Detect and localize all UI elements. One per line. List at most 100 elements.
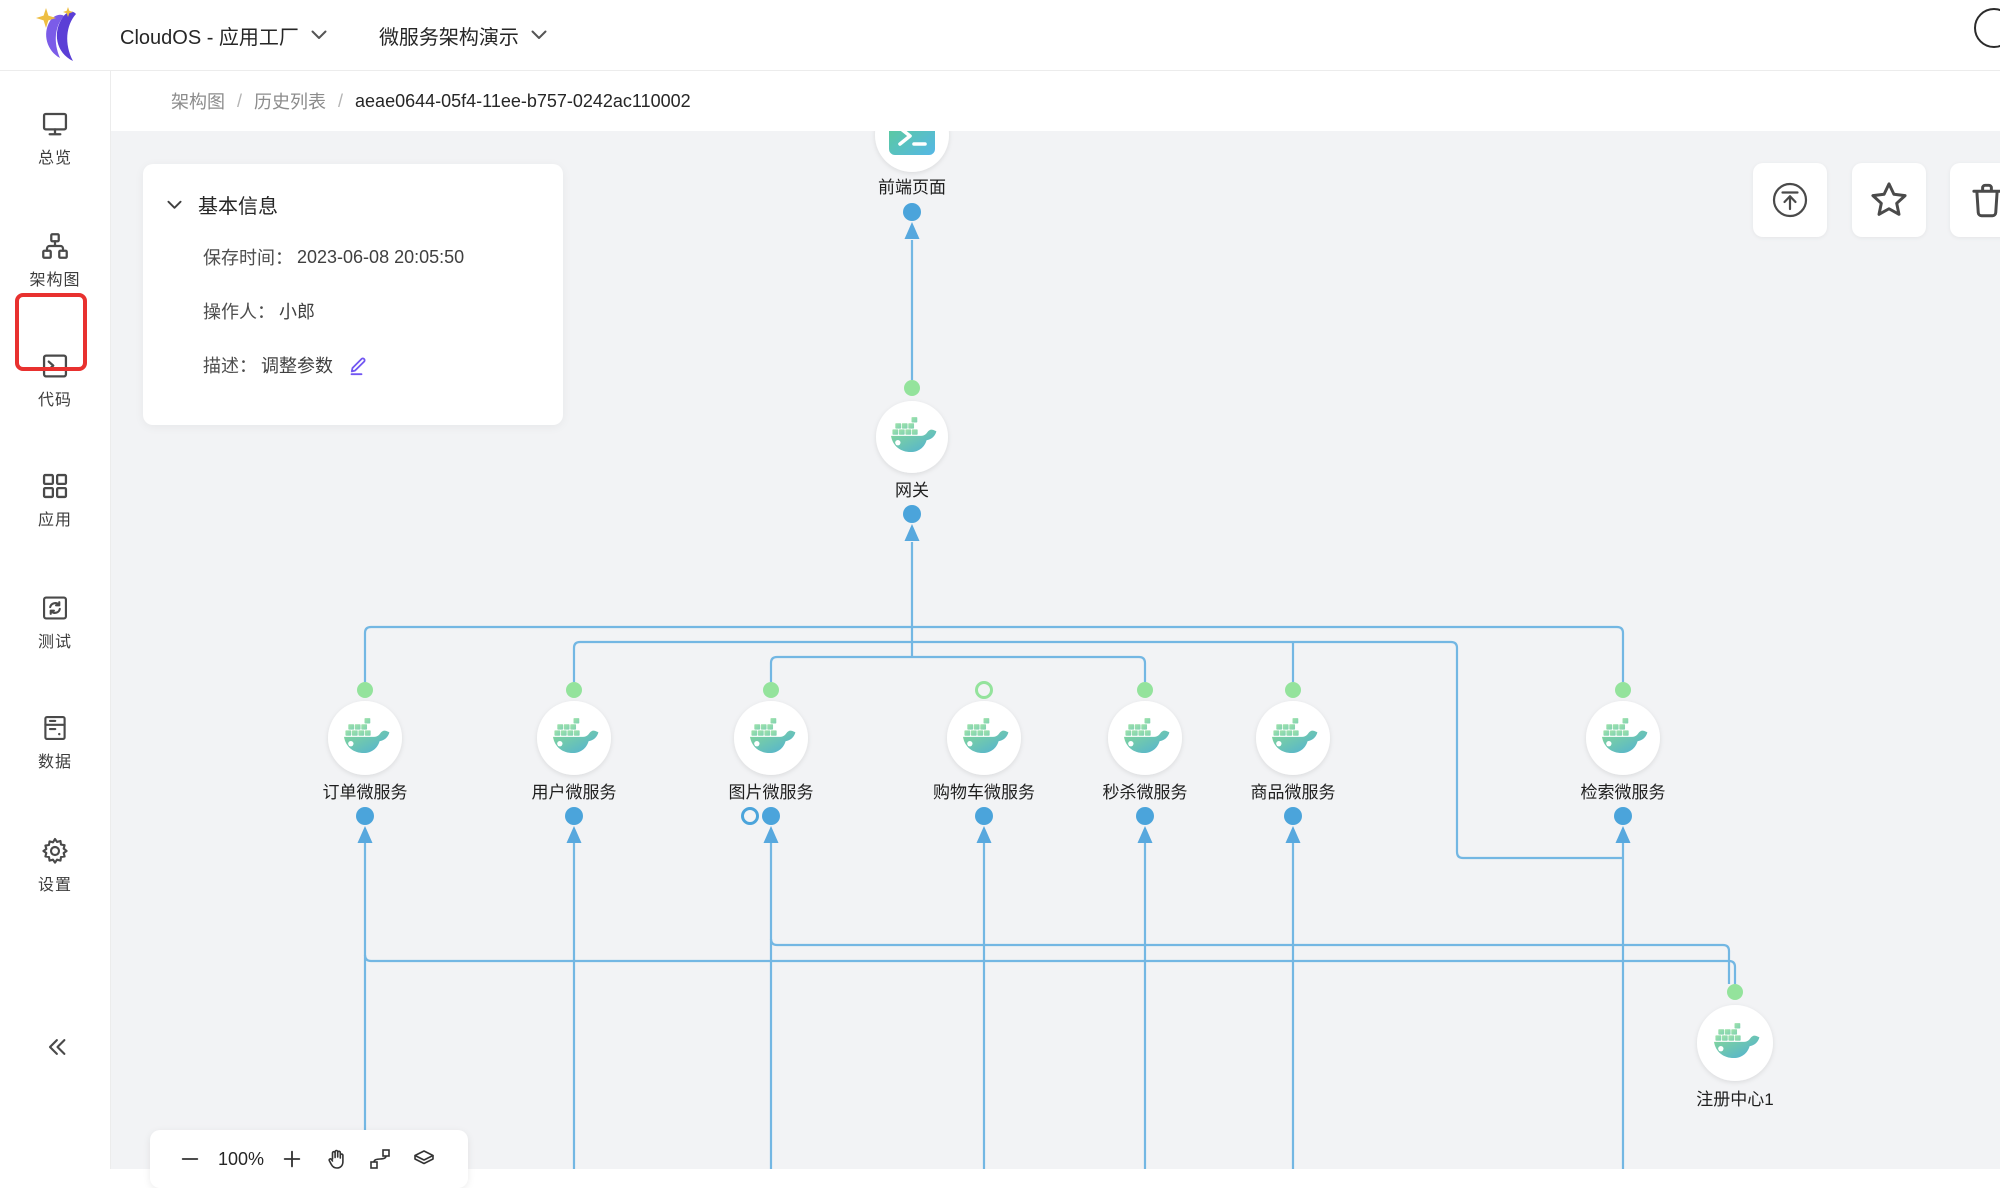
breadcrumb-link[interactable]: 架构图 xyxy=(171,92,225,112)
workspace-title: 微服务架构演示 xyxy=(378,26,519,49)
cloudos-logo xyxy=(34,7,86,63)
edge-arrowhead xyxy=(763,826,779,843)
blue-port[interactable] xyxy=(1136,807,1154,825)
sidebar-item-test[interactable]: 测试 xyxy=(0,592,110,652)
breadcrumb-separator: / xyxy=(237,90,243,111)
publish-button[interactable] xyxy=(1753,163,1827,237)
sitemap-icon xyxy=(39,230,71,262)
architecture-diagram: 前端页面网关订单微服务用户微服务图片微服务购物车微服务秒杀微服务商品微服务检索微… xyxy=(323,131,1774,1169)
edge-arrowhead xyxy=(1137,826,1153,843)
node-label-search: 检索微服务 xyxy=(1581,783,1666,802)
green-port[interactable] xyxy=(1615,682,1631,698)
diagram-node-user[interactable] xyxy=(537,701,611,775)
green-port[interactable] xyxy=(763,682,779,698)
apps-icon xyxy=(39,470,71,502)
zoom-out-button[interactable] xyxy=(168,1139,212,1179)
node-label-seckill: 秒杀微服务 xyxy=(1103,783,1188,802)
sidebar-item-label: 总览 xyxy=(37,150,72,167)
sidebar-item-settings[interactable]: 设置 xyxy=(0,835,110,895)
product-switcher[interactable]: CloudOS - 应用工厂 xyxy=(120,21,327,50)
layers-tool-button[interactable] xyxy=(402,1139,446,1179)
breadcrumb-current: aeae0644-05f4-11ee-b757-0242ac110002 xyxy=(355,90,691,111)
edge-rail1 xyxy=(363,625,1625,682)
edge-arrowhead xyxy=(976,826,992,843)
workspace-switcher[interactable]: 微服务架构演示 xyxy=(379,21,547,50)
favorite-button[interactable] xyxy=(1852,163,1926,237)
blue-port[interactable] xyxy=(1284,807,1302,825)
edge-bus-a xyxy=(769,938,1731,984)
gear-icon xyxy=(39,835,71,867)
breadcrumb: 架构图 / 历史列表 / aeae0644-05f4-11ee-b757-0242ac1… xyxy=(171,88,691,114)
sidebar-item-data[interactable]: 数据 xyxy=(0,712,110,772)
field-label: 操作人： xyxy=(203,302,275,322)
edge-arrowhead xyxy=(357,826,373,843)
green-port[interactable] xyxy=(566,682,582,698)
top-navbar: CloudOS - 应用工厂 微服务架构演示 xyxy=(0,0,2000,71)
edge-arrowhead xyxy=(904,524,920,541)
edge-arrowhead xyxy=(1615,826,1631,843)
green-port[interactable] xyxy=(1727,984,1743,1000)
double-chevron-left-icon xyxy=(48,1039,66,1055)
info-field-save-time: 保存时间：2023-06-08 20:05:50 xyxy=(203,244,464,270)
breadcrumb-link[interactable]: 历史列表 xyxy=(254,92,327,112)
diagram-node-image[interactable] xyxy=(734,701,808,775)
blue-port[interactable] xyxy=(975,807,993,825)
green-port[interactable] xyxy=(1285,682,1301,698)
node-label-user: 用户微服务 xyxy=(532,783,617,802)
blue-port[interactable] xyxy=(762,807,780,825)
node-label-order: 订单微服务 xyxy=(323,783,408,802)
diagram-node-registry[interactable] xyxy=(1697,1005,1773,1081)
pan-tool-button[interactable] xyxy=(314,1139,358,1179)
diagram-node-frontend[interactable] xyxy=(875,131,949,172)
edge-arrowhead xyxy=(904,222,920,239)
diagram-node-order[interactable] xyxy=(328,701,402,775)
sidebar-item-code[interactable]: 代码 xyxy=(0,350,110,410)
node-label-gateway: 网关 xyxy=(895,481,929,500)
green-port[interactable] xyxy=(357,682,373,698)
edge-arrowhead xyxy=(1285,826,1301,843)
sidebar-collapse-button[interactable] xyxy=(0,1032,110,1067)
user-avatar[interactable] xyxy=(1974,8,2000,48)
diagram-node-seckill[interactable] xyxy=(1108,701,1182,775)
plus-icon xyxy=(283,1150,301,1168)
hand-icon xyxy=(328,1149,344,1169)
blue-port[interactable] xyxy=(356,807,374,825)
sidebar-item-apps[interactable]: 应用 xyxy=(0,470,110,530)
connector-icon xyxy=(370,1149,390,1169)
sidebar-item-overview[interactable]: 总览 xyxy=(0,108,110,168)
diagram-node-search[interactable] xyxy=(1586,701,1660,775)
sidebar-item-label: 设置 xyxy=(37,877,72,894)
star-icon xyxy=(1871,182,1907,216)
chevron-down-icon xyxy=(531,30,547,40)
logo-swoosh-back xyxy=(46,14,64,58)
diagram-node-product[interactable] xyxy=(1256,701,1330,775)
test-icon xyxy=(39,592,71,624)
green-port[interactable] xyxy=(904,380,920,396)
blue-port[interactable] xyxy=(565,807,583,825)
blue-port[interactable] xyxy=(903,203,921,221)
diagram-node-cart[interactable] xyxy=(947,701,1021,775)
delete-button[interactable] xyxy=(1950,163,2000,237)
logo-sparkle-big xyxy=(36,8,56,28)
green-port-hollow[interactable] xyxy=(975,681,993,699)
zoom-in-button[interactable] xyxy=(270,1139,314,1179)
blue-port-hollow[interactable] xyxy=(741,807,759,825)
collapse-chevron-icon[interactable] xyxy=(167,200,182,210)
blue-port[interactable] xyxy=(1614,807,1632,825)
node-label-cart: 购物车微服务 xyxy=(933,783,1035,802)
trash-icon xyxy=(1972,183,2000,218)
product-title: CloudOS - 应用工厂 xyxy=(120,26,299,49)
chevron-down-icon xyxy=(311,30,327,40)
connector-tool-button[interactable] xyxy=(358,1139,402,1179)
diagram-node-gateway[interactable] xyxy=(876,401,948,473)
node-label-product: 商品微服务 xyxy=(1251,783,1336,802)
breadcrumb-separator: / xyxy=(338,90,344,111)
edge-arrowhead xyxy=(566,826,582,843)
info-card-title: 基本信息 xyxy=(198,196,278,218)
sidebar-item-archdiag[interactable]: 架构图 xyxy=(0,230,110,290)
code-icon xyxy=(39,350,71,382)
edit-description-icon[interactable] xyxy=(347,353,371,377)
blue-port[interactable] xyxy=(903,505,921,523)
green-port[interactable] xyxy=(1137,682,1153,698)
